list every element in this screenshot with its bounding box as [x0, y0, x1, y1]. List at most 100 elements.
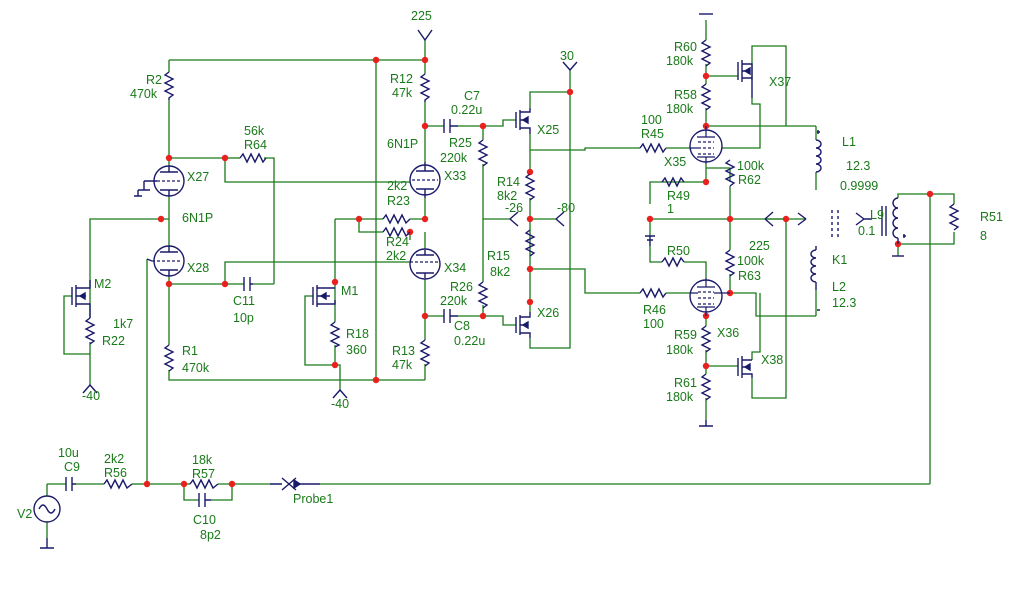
supply-arrow-30	[562, 61, 578, 72]
label-r57-name: R57	[192, 467, 215, 481]
label-k-val: 0.9999	[840, 179, 878, 193]
resistor-r49	[661, 176, 685, 188]
resistor-r26	[477, 281, 489, 309]
resistor-r61	[700, 373, 712, 401]
label-r56-val: 2k2	[104, 452, 124, 466]
resistor-r2	[163, 71, 175, 100]
resistor-r56	[103, 478, 133, 490]
label-probe1: Probe1	[293, 492, 333, 506]
junction-dots	[143, 56, 934, 488]
label-r59-val: 180k	[666, 343, 694, 357]
label-neg80: -80	[557, 201, 575, 215]
mosfet-x38	[737, 356, 753, 378]
label-r13-name: R13	[392, 344, 415, 358]
label-r14-name: R14	[497, 175, 520, 189]
label-r24-name: R24	[386, 235, 409, 249]
resistor-r23	[382, 213, 411, 225]
label-r12-name: R12	[390, 72, 413, 86]
supply-arrow-neg40-left	[82, 383, 98, 394]
resistor-r25	[477, 139, 489, 167]
label-r12-val: 47k	[392, 86, 413, 100]
label-225-top: 225	[411, 9, 432, 23]
coupling-l9	[881, 206, 887, 236]
label-c8-val: 0.22u	[454, 334, 485, 348]
mosfet-m1	[312, 285, 336, 307]
resistor-r63	[724, 249, 736, 277]
triode-x27	[138, 165, 185, 197]
supply-arrow-neg80	[555, 211, 565, 227]
mosfet-x25	[515, 108, 531, 134]
inductor-l2	[810, 246, 817, 290]
resistors	[84, 39, 960, 490]
label-r13-val: 47k	[392, 358, 413, 372]
label-c8-name: C8	[454, 319, 470, 333]
label-r25-name: R25	[449, 136, 472, 150]
label-r61-val: 180k	[666, 390, 694, 404]
label-r26-name: R26	[450, 280, 473, 294]
label-r49-name: R49	[667, 189, 690, 203]
label-neg40-mid: -40	[331, 397, 349, 411]
label-r45-val: 100	[641, 113, 662, 127]
label-x37: X37	[769, 75, 791, 89]
label-r2-name: R2	[146, 73, 162, 87]
label-r1-val: 470k	[182, 361, 210, 375]
label-r23-val: 2k2	[387, 179, 407, 193]
resistor-r62	[724, 159, 736, 187]
label-r64-val: 56k	[244, 124, 265, 138]
label-r24-val: 2k2	[386, 249, 406, 263]
mosfet-x26	[515, 312, 531, 338]
label-l1-val: 12.3	[846, 159, 870, 173]
label-r51-name: R51	[980, 210, 1003, 224]
label-l1-name: L1	[842, 135, 856, 149]
capacitors	[65, 119, 458, 507]
label-l2-val: 12.3	[832, 296, 856, 310]
supply-arrow-neg40-mid	[332, 388, 348, 399]
resistor-r64	[239, 152, 267, 164]
resistor-r22	[84, 317, 96, 345]
label-r14-val: 8k2	[497, 189, 517, 203]
resistor-r45	[639, 142, 667, 154]
label-30: 30	[560, 49, 574, 63]
label-x38: X38	[761, 353, 783, 367]
label-r57-val: 18k	[192, 453, 213, 467]
label-x28: X28	[187, 261, 209, 275]
label-r50-name: R50	[667, 244, 690, 258]
label-c11-val: 10p	[233, 311, 254, 325]
source-v2	[33, 495, 61, 523]
label-r51-val: 8	[980, 229, 987, 243]
label-c7-name: C7	[464, 89, 480, 103]
label-r23-name: R23	[387, 194, 410, 208]
label-r45-name: R45	[641, 127, 664, 141]
label-r62-val: 100k	[737, 159, 765, 173]
resistor-r58	[700, 83, 712, 111]
resistor-r18	[329, 321, 341, 348]
label-r60-name: R60	[674, 40, 697, 54]
resistor-r13	[419, 339, 431, 367]
label-x36: X36	[717, 326, 739, 340]
label-r25-val: 220k	[440, 151, 468, 165]
label-r63-name: R63	[738, 269, 761, 283]
label-r61-name: R61	[674, 376, 697, 390]
labels: 225 30 R2 470k 56k R64 X27 6N1P X28 M2 1…	[17, 9, 1003, 542]
supply-symbols	[33, 13, 904, 549]
mosfet-m2	[71, 280, 91, 318]
arrow-k1-left	[797, 212, 807, 226]
resistor-r15	[524, 229, 536, 257]
inductor-l1	[815, 139, 822, 173]
mosfet-x37	[737, 60, 753, 98]
inductor-l9	[892, 197, 899, 244]
wires	[46, 20, 955, 538]
label-r22-val: 1k7	[113, 317, 133, 331]
probe1-marker	[270, 477, 320, 491]
label-r22-name: R22	[102, 334, 125, 348]
label-r64-name: R64	[244, 138, 267, 152]
ground-x27	[134, 190, 142, 197]
label-r58-name: R58	[674, 88, 697, 102]
label-x33: X33	[444, 169, 466, 183]
label-r58-val: 180k	[666, 102, 694, 116]
capacitor-c8	[443, 309, 458, 323]
label-c9-name: C9	[64, 460, 80, 474]
resistor-r14	[524, 173, 536, 201]
